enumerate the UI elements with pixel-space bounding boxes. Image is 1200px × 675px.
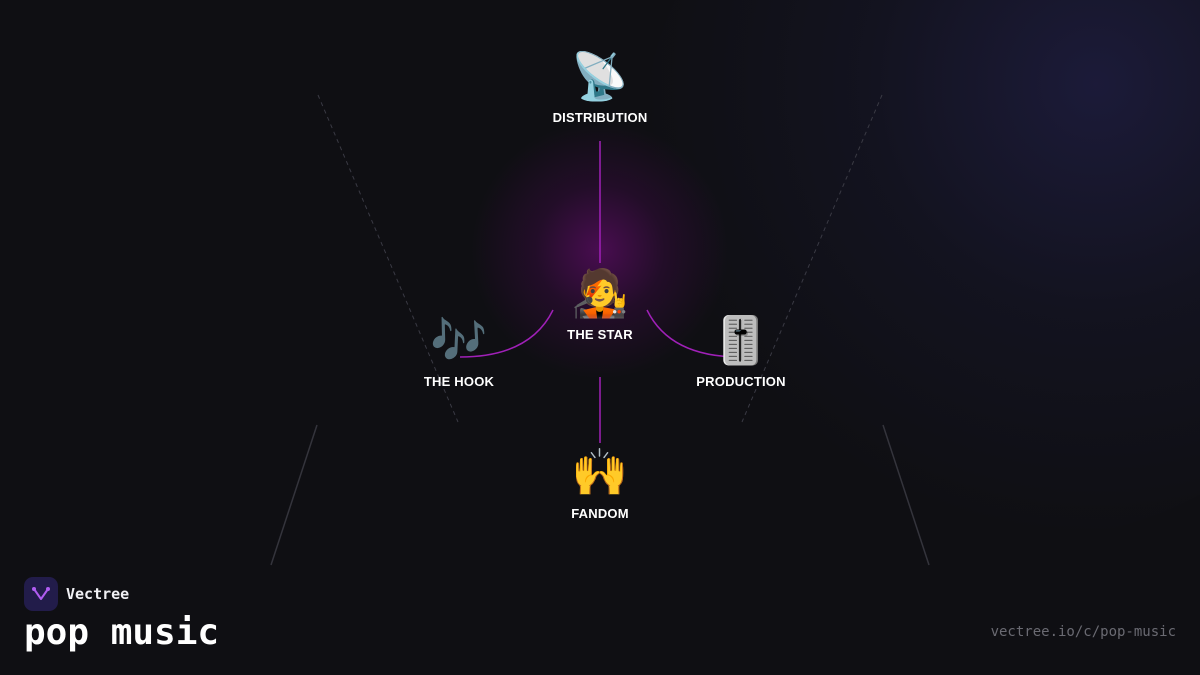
raised-hands-icon: 🙌	[571, 445, 629, 499]
brand[interactable]: Vectree	[24, 577, 129, 611]
guide-line-left-solid	[270, 424, 318, 566]
node-label: PRODUCTION	[696, 374, 786, 389]
vectree-logo-mark	[32, 587, 50, 600]
edge-star-hook	[459, 309, 554, 358]
edge-star-production	[646, 309, 741, 358]
guide-line-left-dashed	[317, 94, 459, 423]
page-title: pop music	[24, 612, 220, 653]
node-the-star[interactable]: 🧑‍🎤 THE STAR	[520, 267, 680, 342]
satellite-antenna-icon: 📡	[571, 49, 629, 103]
guide-line-right-dashed	[741, 94, 883, 423]
node-label: THE STAR	[567, 327, 633, 342]
node-the-hook[interactable]: 🎶 THE HOOK	[379, 314, 539, 389]
node-label: FANDOM	[571, 506, 629, 521]
page-url[interactable]: vectree.io/c/pop-music	[990, 624, 1176, 640]
node-label: THE HOOK	[423, 374, 495, 389]
brand-name: Vectree	[66, 585, 130, 603]
node-distribution[interactable]: 📡 DISTRIBUTION	[520, 50, 680, 125]
guide-line-right-solid	[882, 424, 930, 566]
singer-icon: 🧑‍🎤	[571, 266, 629, 320]
node-label: DISTRIBUTION	[552, 110, 648, 125]
vectree-logo-icon	[24, 577, 58, 611]
level-slider-icon: 🎚️	[712, 313, 770, 367]
music-notes-icon: 🎶	[430, 313, 488, 367]
node-fandom[interactable]: 🙌 FANDOM	[520, 446, 680, 521]
node-production[interactable]: 🎚️ PRODUCTION	[661, 314, 821, 389]
